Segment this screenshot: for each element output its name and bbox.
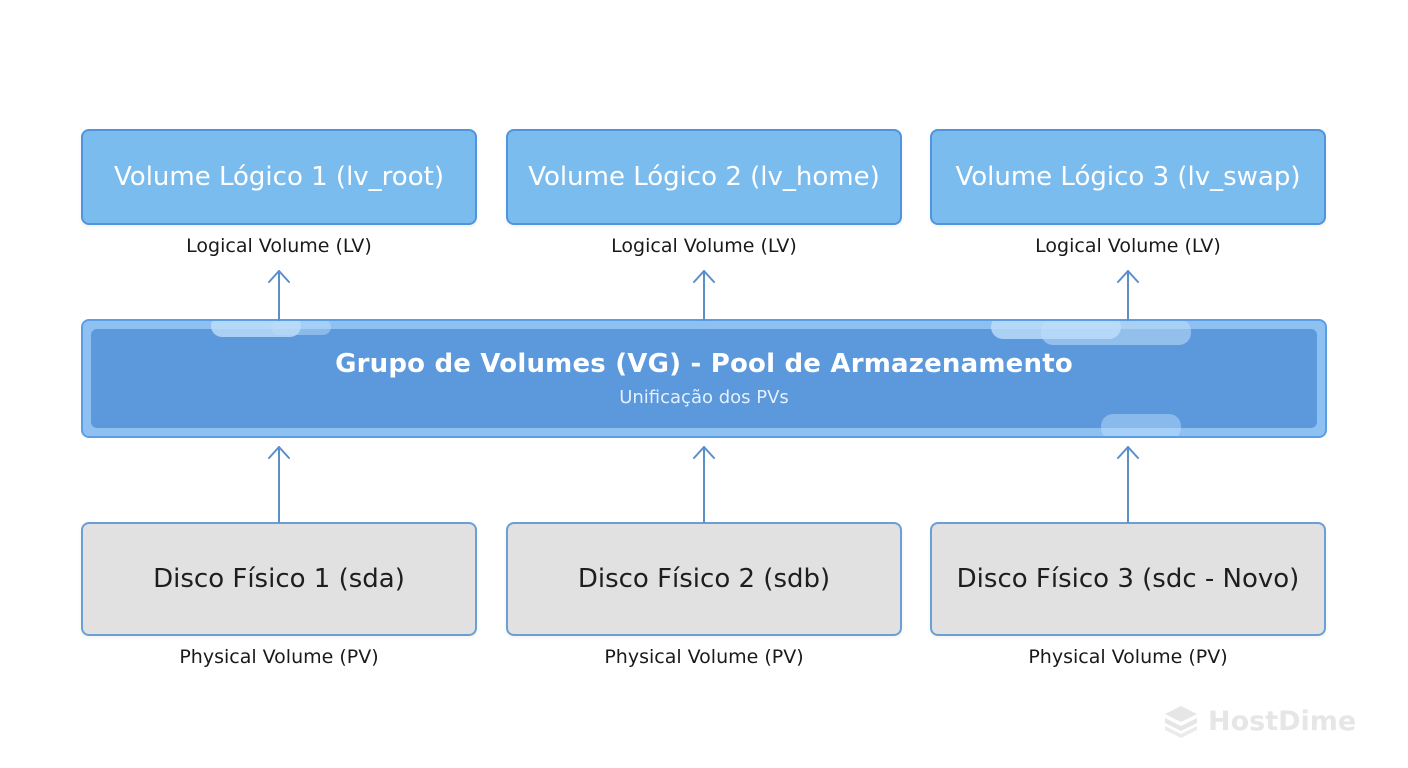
arrow-pv-2-to-vg: [693, 446, 715, 523]
physical-volume-1-box: Disco Físico 1 (sda): [81, 522, 477, 636]
volume-group-subtitle: Unificação dos PVs: [619, 387, 789, 408]
arrow-pv-1-to-vg: [268, 446, 290, 523]
logical-volume-1-caption: Logical Volume (LV): [186, 235, 372, 257]
physical-volume-3-label: Disco Físico 3 (sdc - Novo): [956, 564, 1300, 594]
arrow-vg-to-lv-3: [1117, 270, 1139, 321]
hostdime-logo-icon: [1165, 706, 1197, 738]
logical-volume-2-box: Volume Lógico 2 (lv_home): [506, 129, 902, 225]
physical-volume-1-caption: Physical Volume (PV): [179, 646, 379, 668]
volume-group-box: Grupo de Volumes (VG) - Pool de Armazena…: [81, 319, 1327, 438]
logical-volume-3-box: Volume Lógico 3 (lv_swap): [930, 129, 1326, 225]
logical-volume-1-label: Volume Lógico 1 (lv_root): [114, 162, 444, 192]
physical-volume-3-box: Disco Físico 3 (sdc - Novo): [930, 522, 1326, 636]
logical-volume-2-caption: Logical Volume (LV): [611, 235, 797, 257]
vg-highlight-decoration: [211, 321, 301, 337]
arrow-vg-to-lv-2: [693, 270, 715, 321]
arrow-pv-3-to-vg: [1117, 446, 1139, 523]
physical-volume-2-box: Disco Físico 2 (sdb): [506, 522, 902, 636]
hostdime-logo: HostDime: [1162, 704, 1356, 738]
logical-volume-3-label: Volume Lógico 3 (lv_swap): [955, 162, 1301, 192]
vg-highlight-decoration: [1101, 414, 1181, 436]
volume-group-title: Grupo de Volumes (VG) - Pool de Armazena…: [335, 349, 1073, 379]
physical-volume-2-caption: Physical Volume (PV): [604, 646, 804, 668]
vg-highlight-decoration: [271, 321, 331, 335]
volume-group-inner: Grupo de Volumes (VG) - Pool de Armazena…: [91, 321, 1317, 436]
physical-volume-2-label: Disco Físico 2 (sdb): [577, 564, 831, 594]
hostdime-logo-text: HostDime: [1208, 705, 1357, 737]
logical-volume-1-box: Volume Lógico 1 (lv_root): [81, 129, 477, 225]
arrow-vg-to-lv-1: [268, 270, 290, 321]
logical-volume-2-label: Volume Lógico 2 (lv_home): [528, 162, 880, 192]
physical-volume-1-label: Disco Físico 1 (sda): [153, 564, 405, 594]
physical-volume-3-caption: Physical Volume (PV): [1028, 646, 1228, 668]
vg-highlight-decoration: [1041, 321, 1191, 345]
logical-volume-3-caption: Logical Volume (LV): [1035, 235, 1221, 257]
